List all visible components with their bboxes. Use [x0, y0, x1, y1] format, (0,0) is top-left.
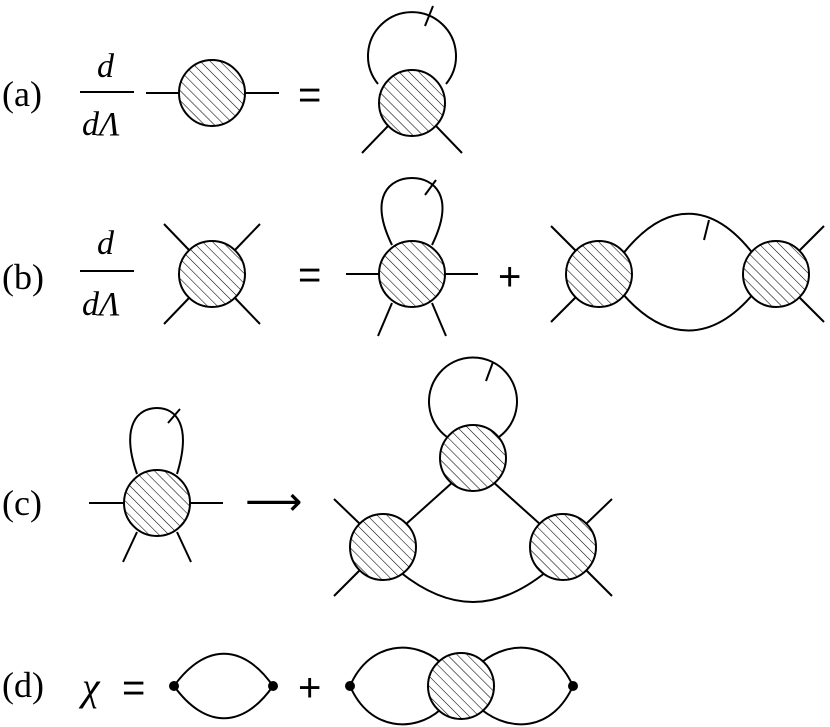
internal-propagator — [491, 480, 542, 526]
hatched-vertex-blob — [349, 513, 417, 581]
external-leg — [333, 569, 361, 597]
external-leg — [333, 498, 361, 525]
propagator-loop — [428, 356, 518, 438]
external-leg — [550, 296, 577, 323]
hatched-vertex-blob — [439, 424, 507, 492]
row-b-plus-sign: + — [498, 255, 521, 299]
row-b-tadpole-diagram — [346, 176, 478, 337]
hatched-vertex-blob — [178, 59, 246, 127]
row-c-label: (c) — [2, 483, 42, 523]
single-scale-slash — [424, 5, 434, 27]
external-leg — [377, 302, 393, 337]
single-scale-slash — [703, 219, 710, 241]
external-leg — [361, 125, 389, 154]
external-leg — [234, 223, 261, 251]
row-a-derivative-denominator: dΛ — [82, 106, 120, 143]
row-d-plus-sign: + — [298, 666, 321, 710]
external-leg — [798, 296, 825, 323]
external-leg — [585, 569, 613, 597]
external-leg — [798, 225, 825, 252]
row-d: (d) χ = + — [2, 646, 578, 726]
propagator-loop — [367, 11, 457, 85]
external-vertex-dot — [568, 681, 578, 691]
row-b-derivative-numerator: d — [97, 225, 115, 262]
upper-propagator — [173, 652, 274, 687]
hatched-vertex-blob — [565, 240, 633, 308]
single-scale-slash — [167, 408, 181, 424]
hatched-vertex-blob — [427, 652, 495, 720]
upper-propagator — [481, 646, 574, 687]
hatched-vertex-blob — [378, 240, 446, 308]
row-d-chi-symbol: χ — [78, 664, 101, 709]
hatched-vertex-blob — [123, 469, 191, 537]
row-a-label: (a) — [2, 74, 42, 114]
external-leg — [176, 531, 192, 563]
internal-propagator — [399, 571, 547, 603]
row-b: (b) d dΛ = + — [2, 176, 825, 337]
row-b-bubble-diagram — [550, 212, 825, 332]
row-c-arrow: ⟶ — [245, 480, 302, 524]
single-scale-slash — [424, 179, 437, 196]
row-a-equals-sign: = — [298, 73, 321, 117]
lower-propagator — [173, 685, 274, 720]
lower-propagator — [349, 685, 441, 726]
row-c: (c) ⟶ — [2, 356, 613, 603]
lower-propagator — [481, 685, 574, 726]
row-a: (a) d dΛ = — [2, 5, 463, 154]
external-leg — [163, 223, 190, 251]
external-leg — [234, 297, 261, 325]
row-a-tadpole-diagram — [361, 5, 463, 154]
hatched-vertex-blob — [742, 240, 810, 308]
row-c-tadpole-diagram — [89, 406, 223, 563]
external-vertex-dot — [268, 681, 278, 691]
lower-propagator — [621, 292, 755, 332]
row-d-bare-bubble — [169, 652, 278, 720]
internal-propagator — [404, 480, 455, 526]
row-c-triangle-diagram — [333, 356, 613, 603]
single-scale-slash — [485, 361, 494, 382]
external-leg — [122, 531, 138, 563]
external-leg — [435, 125, 463, 154]
upper-propagator — [349, 646, 441, 687]
external-leg — [585, 498, 613, 525]
row-b-four-point-vertex — [163, 223, 261, 325]
propagator-loop — [380, 176, 444, 246]
row-d-equals-sign: = — [122, 666, 145, 710]
external-vertex-dot — [345, 681, 355, 691]
hatched-vertex-blob — [178, 240, 246, 308]
hatched-vertex-blob — [378, 69, 446, 137]
row-b-equals-sign: = — [298, 253, 321, 297]
external-leg — [163, 297, 190, 325]
upper-propagator — [621, 212, 755, 256]
external-leg — [431, 302, 447, 337]
row-b-derivative-denominator: dΛ — [82, 286, 120, 323]
row-b-label: (b) — [2, 257, 44, 297]
hatched-vertex-blob — [529, 513, 597, 581]
external-leg — [550, 225, 577, 252]
row-a-two-point-vertex — [146, 59, 279, 127]
propagator-loop — [129, 406, 184, 475]
row-a-derivative-numerator: d — [97, 48, 115, 85]
row-d-label: (d) — [2, 665, 44, 705]
external-vertex-dot — [169, 681, 179, 691]
row-d-vertex-corrected-bubble — [345, 646, 578, 726]
